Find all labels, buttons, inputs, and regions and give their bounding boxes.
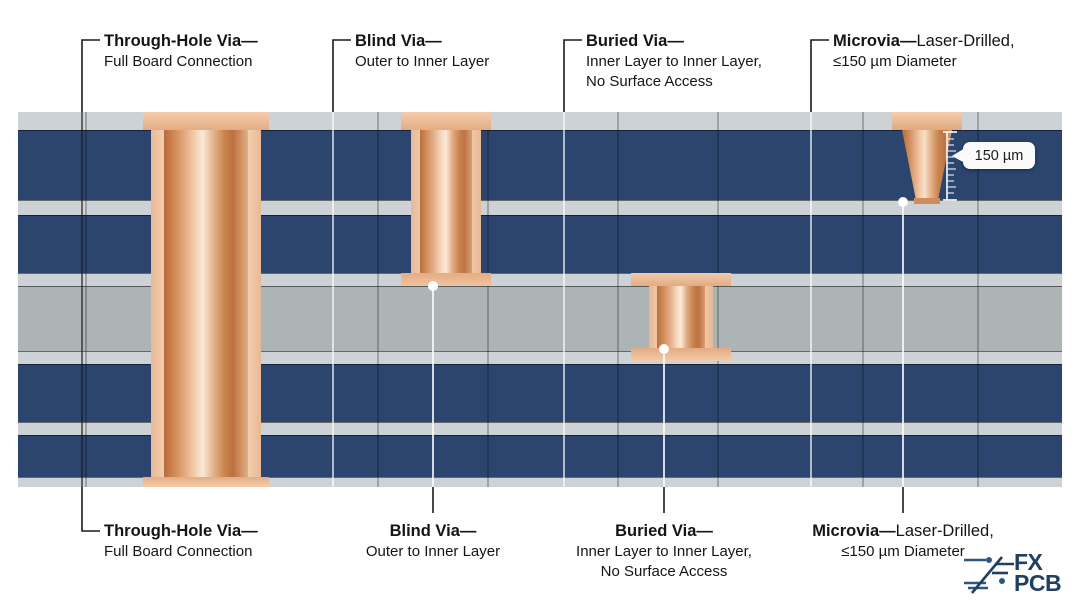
label-desc-line-1: Inner Layer to Inner Layer, xyxy=(586,53,762,70)
label-dash: — xyxy=(425,32,442,50)
label-dash: — xyxy=(696,522,713,540)
via-through-hole xyxy=(143,112,269,487)
label-desc-line-1: Full Board Connection xyxy=(104,53,253,70)
label-desc-line-1: Inner Layer to Inner Layer, xyxy=(576,543,752,560)
label-dash: — xyxy=(459,522,477,540)
label-title: Through-Hole Via xyxy=(104,32,242,50)
label-dash: — xyxy=(879,522,896,540)
microvia-pad-top xyxy=(892,112,962,130)
label-title: Microvia xyxy=(812,522,880,540)
label-desc-inline: Laser-Drilled, xyxy=(916,32,1015,50)
buried-pad-top xyxy=(631,273,731,286)
via-microvia xyxy=(892,112,962,204)
label-title-line: Blind Via— xyxy=(366,521,500,542)
label-blind-via-bottom: Blind Via— Outer to Inner Layer xyxy=(366,521,500,562)
label-blind-via-top: Blind Via— Outer to Inner Layer xyxy=(355,31,489,72)
buried-barrel xyxy=(657,286,705,348)
via-buried xyxy=(631,267,731,367)
label-title-line: Through-Hole Via— xyxy=(104,521,258,542)
microvia-measurement-text: 150 µm xyxy=(974,147,1024,164)
blind-plating-left xyxy=(411,112,420,286)
leader-microvia-top xyxy=(810,39,829,112)
buried-plating-right xyxy=(705,286,713,348)
label-desc-inline: Laser-Drilled, xyxy=(895,522,994,540)
label-through-hole-via-bottom: Through-Hole Via— Full Board Connection xyxy=(104,521,258,562)
layer-inner-copper-3 xyxy=(18,351,1062,364)
pcb-cross-section xyxy=(18,112,1062,487)
through-hole-pad-top xyxy=(143,112,269,130)
layer-inner-copper-2 xyxy=(18,273,1062,286)
microvia-scale-ruler xyxy=(943,131,957,201)
microvia-pad-bottom xyxy=(914,198,940,204)
buried-pad-bottom xyxy=(631,348,731,361)
label-title-line: Microvia—Laser-Drilled, xyxy=(812,521,994,542)
label-dash: — xyxy=(899,32,917,50)
label-microvia-top: Microvia—Laser-Drilled, ≤150 µm Diameter xyxy=(833,31,1015,72)
via-blind xyxy=(401,112,491,286)
label-desc-line-1: Outer to Inner Layer xyxy=(365,543,501,560)
blind-pad-top xyxy=(401,112,491,130)
through-hole-pad-bottom xyxy=(143,477,269,487)
label-desc-line-1: Outer to Inner Layer xyxy=(355,53,490,70)
label-buried-via-bottom: Buried Via— Inner Layer to Inner Layer, … xyxy=(576,521,752,582)
leader-through-hole-bottom xyxy=(81,487,100,532)
blind-pad-bottom xyxy=(401,273,491,286)
label-title-line: Through-Hole Via— xyxy=(104,31,258,52)
logo-mark xyxy=(964,556,1014,594)
label-microvia-bottom: Microvia—Laser-Drilled, ≤150 µm Diameter xyxy=(812,521,994,562)
label-desc-line-2: No Surface Access xyxy=(600,563,728,580)
buried-plating-left xyxy=(649,286,657,348)
leader-buried-top xyxy=(563,39,582,112)
label-title: Through-Hole Via xyxy=(104,522,242,540)
label-dash: — xyxy=(241,522,258,540)
layer-top-copper-foil xyxy=(18,112,1062,130)
blind-barrel xyxy=(420,112,472,286)
logo-text-fx: FX xyxy=(1014,549,1043,575)
callout-tail xyxy=(952,148,965,163)
layer-inner-copper-1 xyxy=(18,200,1062,215)
label-title-line: Buried Via— xyxy=(576,521,752,542)
label-title: Buried Via xyxy=(586,32,668,50)
label-through-hole-via-top: Through-Hole Via— Full Board Connection xyxy=(104,31,258,72)
label-buried-via-top: Buried Via— Inner Layer to Inner Layer, … xyxy=(586,31,762,92)
logo-text-pcb: PCB xyxy=(1014,570,1062,596)
label-title: Buried Via xyxy=(615,522,697,540)
label-desc-line-2: ≤150 µm Diameter xyxy=(833,53,957,70)
layer-bottom-copper-foil xyxy=(18,477,1062,487)
label-dash: — xyxy=(241,32,258,50)
microvia-measurement-callout: 150 µm xyxy=(963,142,1035,169)
through-hole-plating-right xyxy=(247,112,261,487)
label-title: Microvia xyxy=(833,32,900,50)
label-title-line: Buried Via— xyxy=(586,31,762,52)
label-title-line: Microvia—Laser-Drilled, xyxy=(833,31,1015,52)
fxpcb-logo: FX PCB xyxy=(962,551,1072,597)
label-desc-line-2: No Surface Access xyxy=(586,73,713,90)
layer-inner-copper-4 xyxy=(18,422,1062,435)
leader-through-hole-top xyxy=(81,39,100,112)
leader-blind-top xyxy=(332,39,351,112)
label-desc-line-2: ≤150 µm Diameter xyxy=(841,543,965,560)
microvia-barrel xyxy=(902,130,952,200)
blind-plating-right xyxy=(472,112,481,286)
label-title-line: Blind Via— xyxy=(355,31,489,52)
label-title: Blind Via xyxy=(389,522,460,540)
label-dash: — xyxy=(667,32,684,50)
label-desc-line-1: Full Board Connection xyxy=(104,543,253,560)
label-title: Blind Via xyxy=(355,32,426,50)
through-hole-plating-left xyxy=(151,112,165,487)
through-hole-barrel xyxy=(164,112,248,487)
